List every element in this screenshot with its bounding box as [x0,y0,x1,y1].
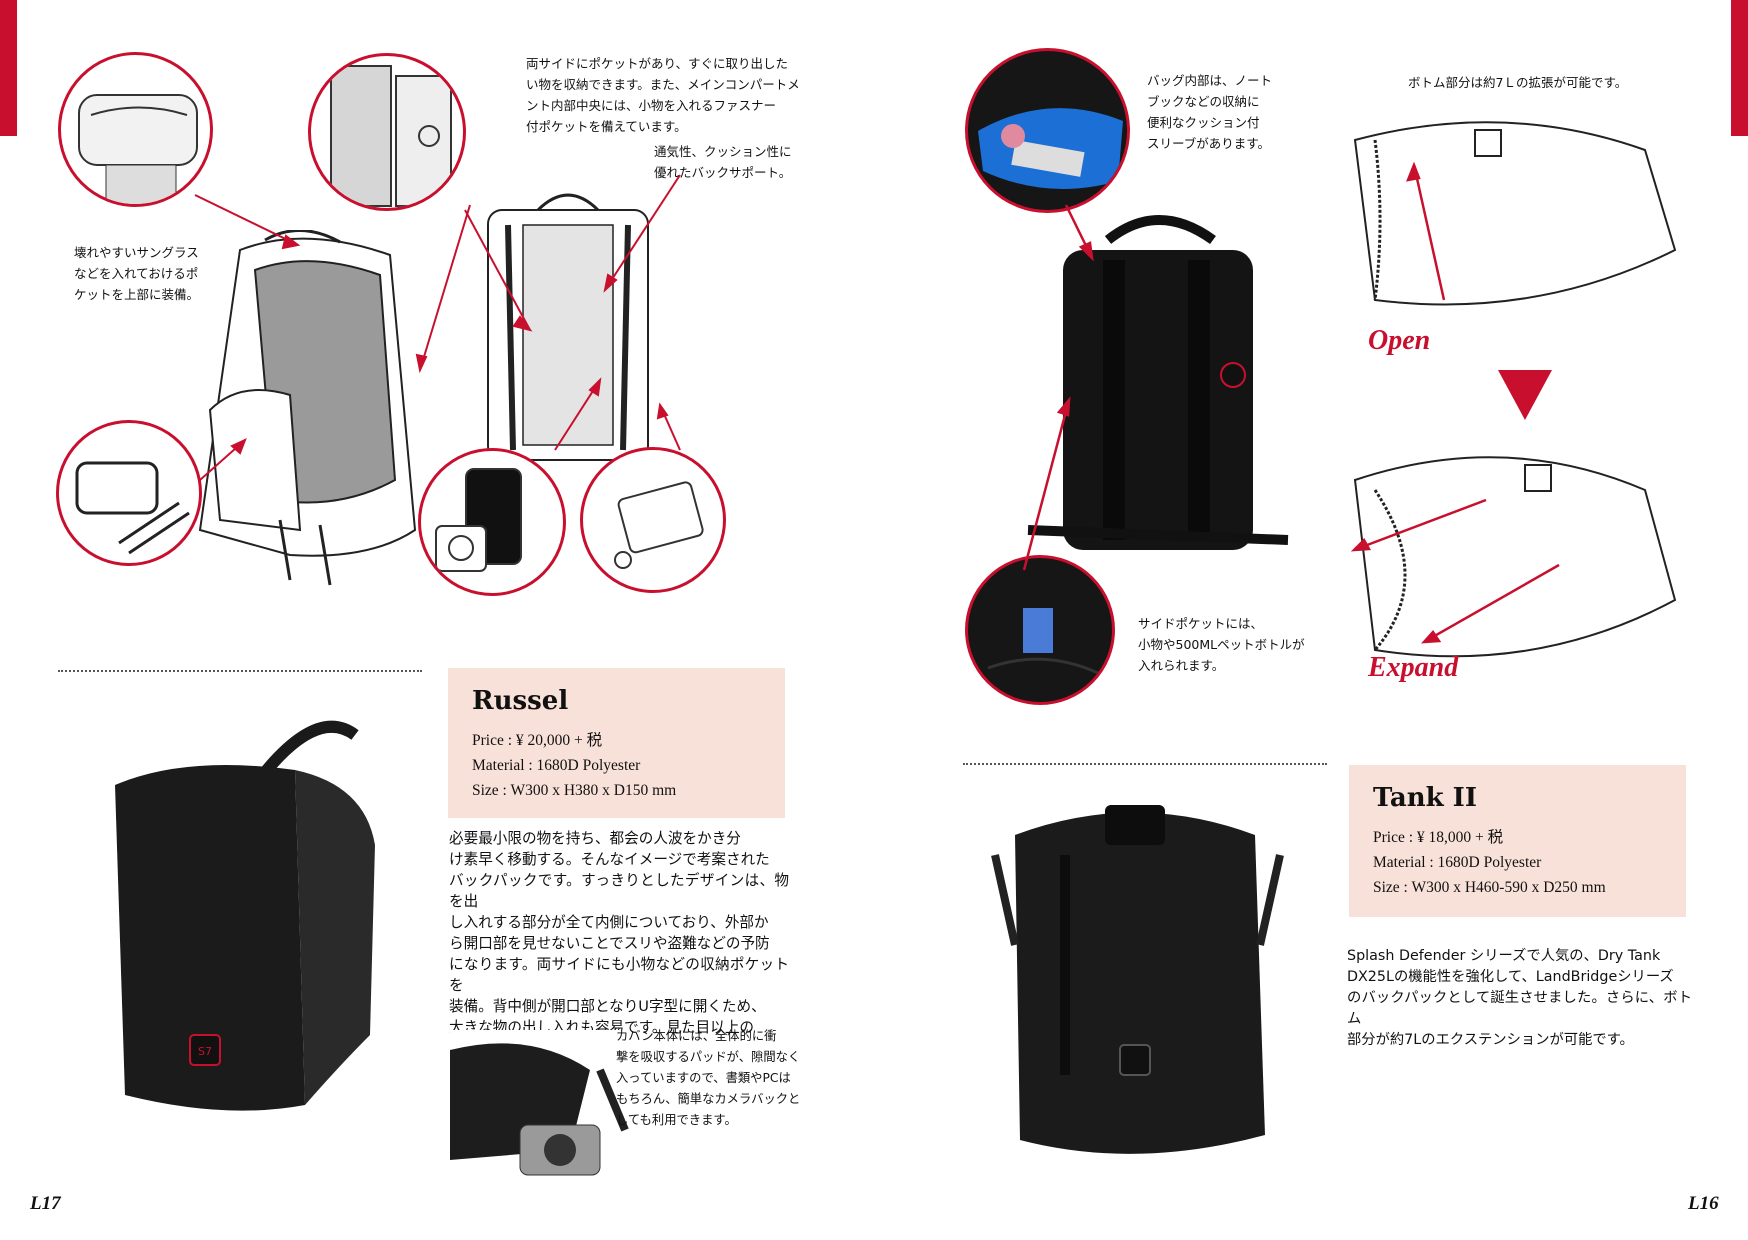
tank-info-box: Tank II Price : ¥ 18,000 + 税 Material : … [1349,765,1686,917]
section-divider-right [963,763,1327,765]
svg-text:S7: S7 [198,1045,212,1058]
tank-front-photo [991,805,1284,1154]
callout-laptop-sleeve [965,48,1130,213]
tank-description: Splash Defender シリーズで人気の、Dry Tank DX25Lの… [1347,948,1692,1048]
product-material: Material : 1680D Polyester [1373,854,1542,871]
russel-info-box: Russel Price : ¥ 20,000 + 税 Material : 1… [448,668,785,818]
product-size: Size : W300 x H460-590 x D250 mm [1373,879,1606,896]
callout-phone-camera [418,448,566,596]
tank-back-photo [1027,215,1289,550]
camera-bag-photo [450,1030,630,1185]
russel-product-photo: S7 [115,720,375,1111]
backpack-back-illustration [468,193,668,461]
page-edge-tab-right [1731,0,1748,136]
page-edge-tab-left [0,0,17,136]
label-expand: Expand [1368,652,1459,683]
callout-text-top-pocket: 壊れやすいサングラス などを入れておけるポ ケットを上部に装備。 [74,245,200,302]
folio-right: L16 [1688,1193,1719,1214]
russel-description: 必要最小限の物を持ち、都会の人波をかき分 け素早く移動する。そんなイメージで考案… [449,830,789,1057]
folio-left: L17 [30,1193,61,1214]
label-open: Open [1368,325,1431,356]
callout-text-camera: カバン本体には、全体的に衝 撃を吸収するパッドが、隙間なく 入っていますので、書… [616,1029,801,1127]
callout-side-bottle-pocket [965,555,1115,705]
section-divider-left [58,670,422,672]
callout-text-side-pocket: サイドポケットには、 小物や500MLペットボトルが 入れられます。 [1138,616,1305,673]
callout-sunglasses [56,420,202,566]
callout-text-side-pockets: 両サイドにポケットがあり、すぐに取り出した い物を収納できます。また、メインコン… [526,56,800,134]
callout-connectors-right [1022,161,1560,644]
callout-side-pocket [308,53,466,211]
product-price: Price : ¥ 18,000 + 税 [1373,829,1504,846]
arrow-down-icon [1498,370,1552,420]
backpack-open-illustration [198,230,417,586]
callout-text-expand: ボトム部分は約7Ｌの拡張が可能です。 [1408,75,1628,90]
product-name: Tank II [1373,783,1477,813]
product-price: Price : ¥ 20,000 + 税 [472,732,603,749]
callout-text-back-support: 通気性、クッション性に 優れたバックサポート。 [654,144,792,180]
callout-card-keys [580,447,726,593]
callout-top-pocket [58,52,213,207]
product-material: Material : 1680D Polyester [472,757,641,774]
callout-connectors-left [194,174,681,481]
product-name: Russel [472,686,569,716]
bottom-expanded-diagram [1353,456,1677,658]
callout-text-sleeve: バッグ内部は、ノート ブックなどの収納に 便利なクッション付 スリーブがあります… [1147,73,1273,151]
product-size: Size : W300 x H380 x D150 mm [472,782,677,799]
